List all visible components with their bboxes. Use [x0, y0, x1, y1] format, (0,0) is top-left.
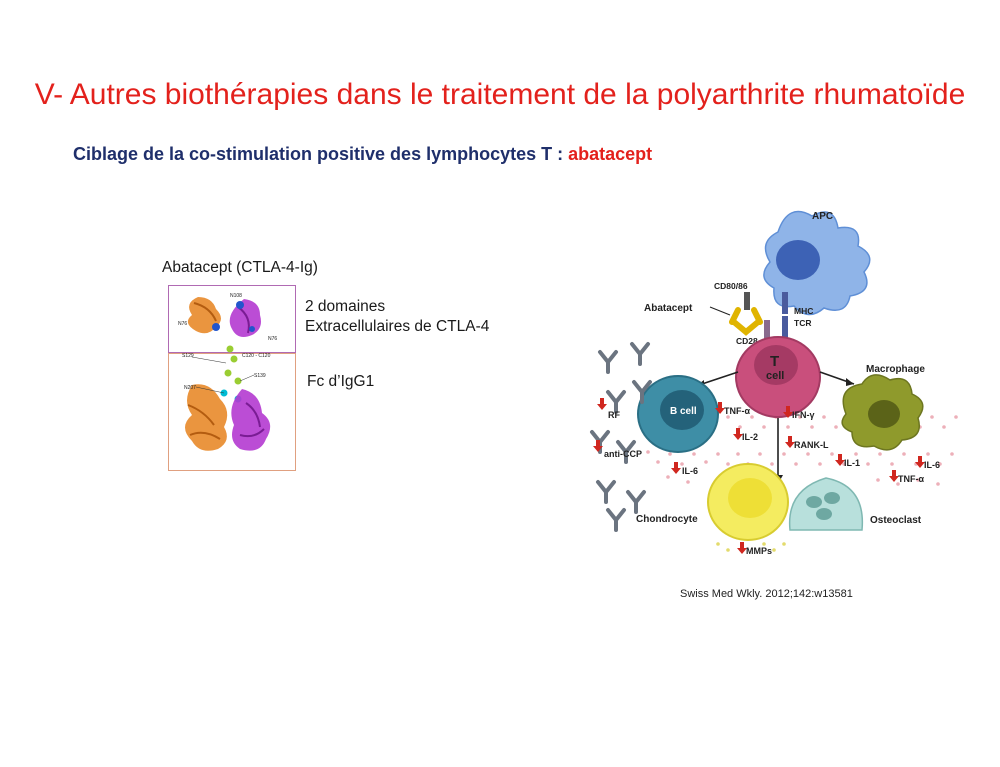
osteoclast-label: Osteoclast — [870, 515, 922, 526]
tcr-label: TCR — [794, 318, 811, 328]
ctla4-domain-label-line1: 2 domaines — [305, 298, 386, 315]
mediator-il6-macrophage: IL-6 — [924, 460, 940, 470]
apc-label: APC — [812, 211, 833, 222]
mhc-label: MHC — [794, 306, 813, 316]
mediator-rf: RF — [608, 410, 620, 420]
mediator-il6-bcell: IL-6 — [682, 466, 698, 476]
mediator-tnf-tcell: TNF-α — [724, 406, 750, 416]
structure-heading: Abatacept (CTLA-4-Ig) — [162, 259, 318, 276]
residue-label: S139 — [254, 373, 266, 379]
residue-label: N76 — [178, 321, 187, 327]
residue-label: N207 — [184, 385, 196, 391]
abatacept-label: Abatacept — [644, 303, 693, 314]
residue-label: S129 — [182, 353, 194, 359]
fc-domain-label: Fc d’IgG1 — [307, 373, 375, 390]
slide-subtitle: Ciblage de la co-stimulation positive de… — [73, 144, 652, 165]
t-cell-label-2: cell — [766, 370, 784, 382]
subtitle-text: Ciblage de la co-stimulation positive de… — [73, 144, 569, 164]
abatacept-structure-image: N108 N76 N76 S129 C120 - C120 S139 N207 — [168, 285, 296, 471]
mediator-il2: IL-2 — [742, 432, 758, 442]
residue-label: N108 — [230, 293, 242, 299]
mediator-tnf-macrophage: TNF-α — [898, 474, 924, 484]
citation: Swiss Med Wkly. 2012;142:w13581 — [680, 588, 853, 600]
mechanism-figure: APC CD80/86 Abatacept MHC TCR CD28 T cel… — [590, 210, 958, 556]
cd28-label: CD28 — [736, 336, 758, 346]
mediator-rank-l: RANK-L — [794, 440, 829, 450]
mediator-ifn: IFN-γ — [792, 410, 815, 420]
mediator-il1: IL-1 — [844, 458, 860, 468]
t-cell-label: T — [770, 353, 779, 370]
subtitle-drug-name: abatacept — [568, 144, 653, 164]
ctla4-domain-label-line2: Extracellulaires de CTLA-4 — [305, 318, 490, 335]
macrophage-label: Macrophage — [866, 364, 925, 375]
mediator-anti-ccp: anti-CCP — [604, 449, 642, 459]
slide-title: V- Autres biothérapies dans le traitemen… — [34, 78, 966, 111]
residue-label: N76 — [268, 336, 277, 342]
cd80-86-label: CD80/86 — [714, 281, 748, 291]
mediator-mmps: MMPs — [746, 546, 772, 556]
chondrocyte-label: Chondrocyte — [636, 514, 698, 525]
b-cell-label: B cell — [670, 406, 697, 417]
residue-label: C120 - C120 — [242, 353, 271, 359]
